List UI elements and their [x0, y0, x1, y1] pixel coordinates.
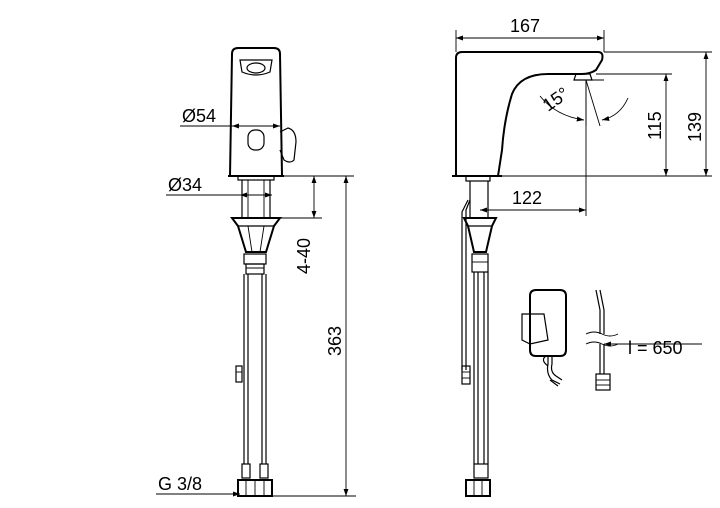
dim-angle-label: 15° — [539, 83, 573, 115]
front-view — [228, 47, 297, 497]
dim-122-label: 122 — [512, 188, 542, 208]
side-view — [452, 51, 604, 497]
dim-d34-label: Ø34 — [168, 175, 202, 195]
sensor-module: l = 650 — [521, 289, 702, 391]
dim-167-label: 167 — [510, 16, 540, 36]
dim-d54-label: Ø54 — [182, 106, 216, 126]
dim-363-label: 363 — [325, 326, 345, 356]
cable-plug — [595, 373, 611, 391]
lever-knob — [279, 127, 297, 163]
control-box — [529, 289, 567, 357]
front-dimensions: Ø54 Ø34 4-40 363 G 3/8 — [156, 106, 356, 497]
mounting-nut — [230, 217, 282, 253]
dim-4-40-label: 4-40 — [294, 238, 314, 274]
dim-139-label: 139 — [685, 112, 705, 142]
side-dimensions: 167 115 139 122 15° — [455, 16, 712, 216]
side-spout-body — [455, 51, 604, 177]
front-spout-body — [228, 47, 284, 177]
sensor-window — [239, 59, 273, 76]
outlet-slot — [247, 129, 265, 151]
dim-cable-label: l = 650 — [628, 338, 683, 358]
dim-thread-label: G 3/8 — [158, 474, 202, 494]
dim-115-label: 115 — [645, 111, 665, 140]
